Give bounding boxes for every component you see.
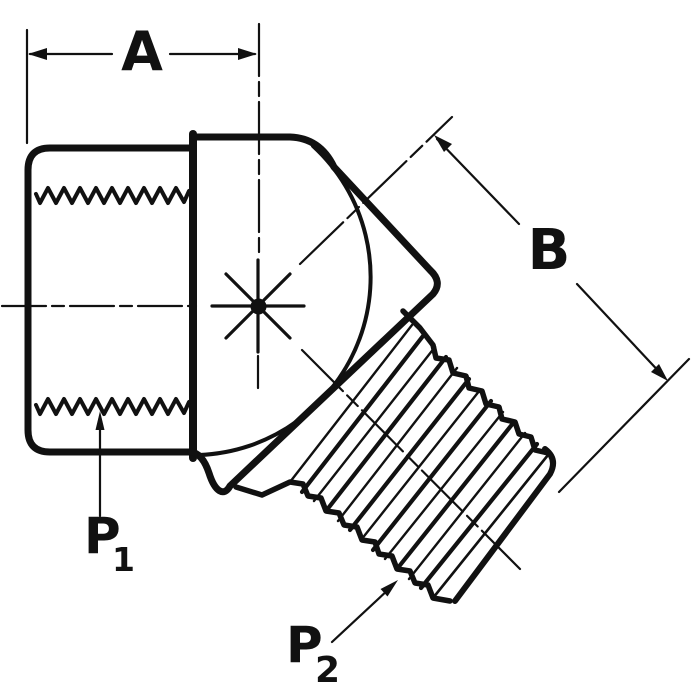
female-port	[24, 130, 197, 462]
elbow-body	[187, 133, 441, 496]
thread-end-face	[452, 446, 557, 604]
center-dot	[250, 298, 267, 315]
dim-b-arrowhead-upper	[434, 135, 452, 152]
diagonal-centerline-ne	[298, 115, 454, 266]
internal-thread-zigzag-top	[34, 186, 191, 205]
male-thread	[233, 308, 557, 604]
dim-a-arrowhead-right	[238, 48, 257, 60]
dim-b-label: B	[528, 218, 571, 283]
dim-b-extension-line-lower	[557, 357, 691, 494]
thread-crest-upper	[400, 308, 551, 456]
dim-b-arrowhead-lower	[651, 364, 668, 381]
dim-b-line-upper	[435, 137, 521, 226]
center-star	[210, 258, 306, 354]
label-p2: P 2	[286, 580, 398, 691]
thread-crest-lower	[233, 479, 453, 604]
p1-label: P	[84, 507, 121, 565]
p2-label-subscript: 2	[315, 650, 340, 691]
p2-leader-line	[330, 586, 392, 644]
p1-label-subscript: 1	[112, 540, 135, 579]
p2-arrowhead	[380, 580, 398, 597]
body-outline	[187, 133, 441, 496]
p2-label: P	[286, 616, 323, 674]
dim-a-label: A	[121, 20, 163, 83]
label-p1: P 1	[84, 411, 135, 579]
dim-a-arrowhead-left	[28, 48, 47, 60]
female-port-outline	[24, 144, 197, 456]
thread-hatch-lines	[288, 323, 550, 600]
p1-arrowhead	[95, 411, 105, 430]
dim-b-line-lower	[575, 282, 667, 380]
dimension-b: B	[434, 135, 691, 494]
internal-thread-zigzag-bottom	[34, 397, 191, 416]
dome-arc	[197, 144, 373, 457]
dimension-a: A	[25, 20, 257, 145]
